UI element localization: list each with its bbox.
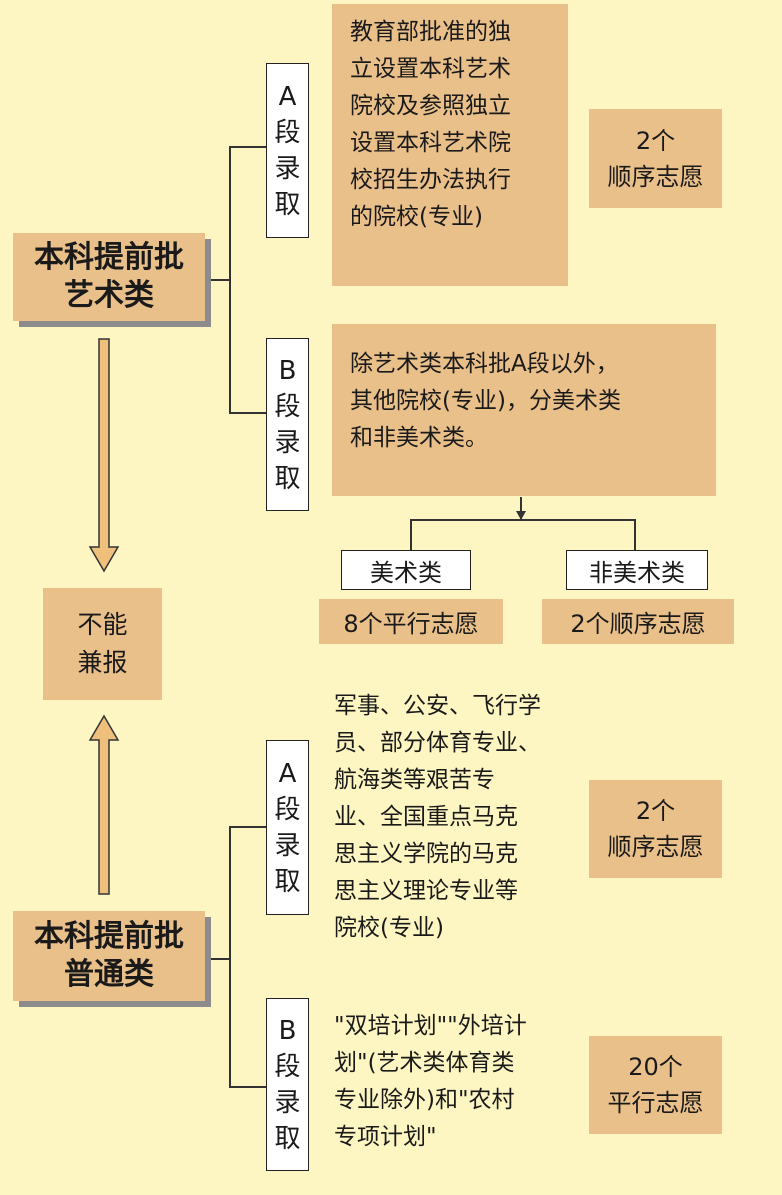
general-category-box: 本科提前批 普通类 [13,911,205,1001]
connector [210,279,230,281]
fine-arts-box: 美术类 [341,550,471,590]
connector [210,958,230,960]
down-arrow-icon [88,338,120,573]
connector [229,826,231,1088]
general-segment-a-volunteer: 2个 顺序志愿 [589,780,722,878]
art-category-box: 本科提前批 艺术类 [13,233,205,321]
art-segment-a-label: A 段 录 取 [266,63,309,238]
art-segment-b-description: 除艺术类本科批A段以外， 其他院校(专业)，分美术类 和非美术类。 [332,324,716,496]
general-segment-b-label: B 段 录 取 [266,998,309,1171]
non-fine-arts-box: 非美术类 [566,550,708,590]
general-segment-a-label: A 段 录 取 [266,740,309,915]
up-arrow-icon [88,714,120,895]
small-down-arrow-icon [516,511,526,520]
connector [229,826,266,828]
art-segment-b-label: B 段 录 取 [266,338,309,511]
general-segment-b-volunteer: 20个 平行志愿 [589,1036,722,1134]
connector [520,497,522,519]
art-segment-a-description: 教育部批准的独 立设置本科艺术 院校及参照独立 设置本科艺术院 校招生办法执行 … [332,4,568,286]
connector [634,519,636,550]
connector [229,1086,266,1088]
connector [410,519,412,550]
cannot-combine-box: 不能 兼报 [43,588,162,700]
non-fine-arts-volunteer: 2个顺序志愿 [542,599,734,644]
connector [410,519,636,521]
fine-arts-volunteer: 8个平行志愿 [319,599,503,644]
general-segment-b-description: "双培计划""外培计 划"(艺术类体育类 专业除外)和"农村 专项计划" [334,1013,527,1150]
connector [229,146,231,414]
art-segment-a-volunteer: 2个 顺序志愿 [589,109,722,208]
connector [229,412,266,414]
connector [229,146,266,148]
general-segment-a-description: 军事、公安、飞行学 员、部分体育专业、 航海类等艰苦专 业、全国重点马克 思主义… [334,693,541,941]
